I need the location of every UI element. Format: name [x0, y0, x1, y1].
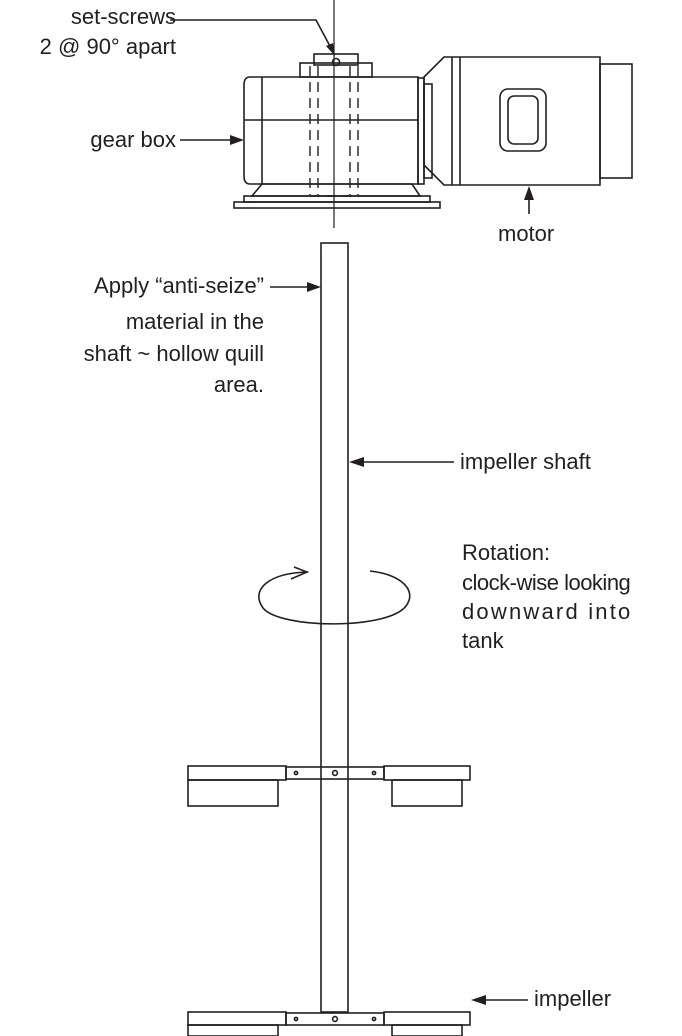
set-screws-spacing-label: 2 @ 90° apart [39, 34, 176, 59]
rotation-arrow-icon [258, 566, 411, 625]
impeller-shaft [320, 242, 349, 1013]
gear-box-label: gear box [90, 127, 176, 152]
leader-anti-seize [270, 282, 321, 292]
leader-impeller [471, 995, 528, 1005]
leader-motor [524, 186, 534, 214]
anti-seize-label-line4: area. [213, 372, 264, 397]
gear-box [233, 53, 441, 209]
leader-impeller-shaft [349, 457, 454, 467]
set-screw-icon [331, 57, 341, 67]
impeller-lower [187, 1011, 471, 1036]
impeller-label: impeller [534, 986, 612, 1011]
motor-label: motor [498, 221, 555, 246]
rotation-label-line1: Rotation: [462, 540, 551, 565]
motor [423, 56, 633, 186]
rotation-label-line2: clock-wise looking [462, 570, 631, 595]
impeller-upper [187, 765, 471, 807]
set-screws-label: set-screws [70, 4, 176, 29]
rotation-label-line3: downward into [462, 599, 633, 624]
impeller-shaft-label: impeller shaft [460, 449, 591, 474]
anti-seize-label-line3: shaft ~ hollow quill [83, 341, 264, 366]
leader-gear-box [180, 135, 244, 145]
anti-seize-label-line1: Apply “anti-seize” [94, 273, 264, 298]
anti-seize-label-line2: material in the [125, 309, 264, 334]
leader-set-screws [170, 19, 335, 56]
rotation-label-line4: tank [462, 628, 504, 653]
